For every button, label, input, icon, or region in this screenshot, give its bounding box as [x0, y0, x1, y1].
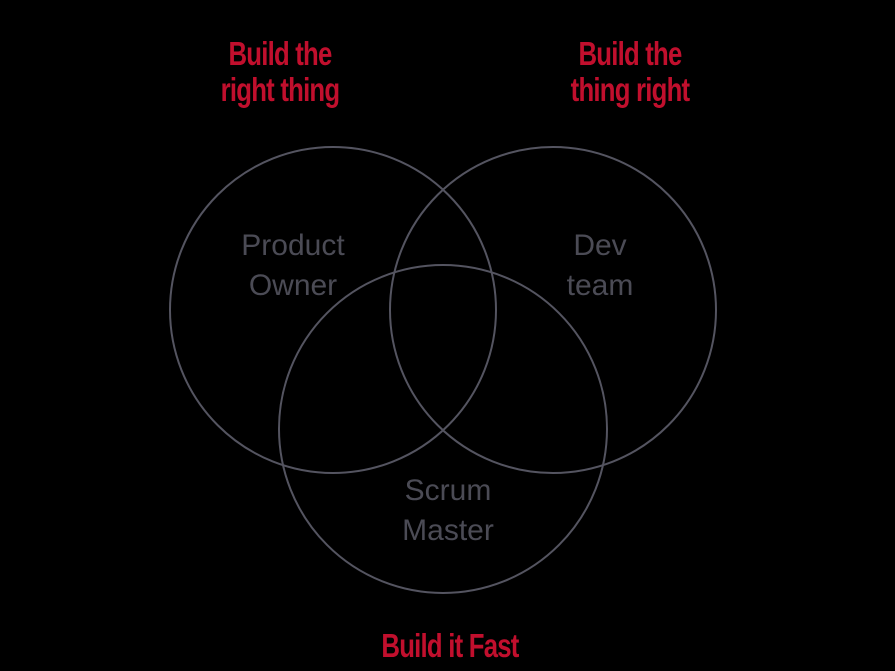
caption-line: Build it Fast — [381, 627, 519, 664]
label-line: Dev — [573, 229, 627, 262]
caption-line: Build the — [578, 35, 682, 72]
product-owner-circle — [169, 146, 497, 474]
scrum-master-circle — [278, 264, 608, 594]
caption-build-the-right-thing: Build the right thing — [186, 36, 373, 108]
caption-line: right thing — [220, 71, 340, 108]
label-line: Scrum — [404, 474, 492, 507]
caption-line: thing right — [570, 71, 690, 108]
caption-build-the-thing-right: Build the thing right — [536, 36, 723, 108]
label-product-owner: Product Owner — [193, 226, 393, 306]
dev-team-circle — [389, 146, 717, 474]
label-line: Master — [402, 514, 494, 547]
caption-build-it-fast: Build it Fast — [356, 628, 543, 664]
caption-line: Build the — [228, 35, 332, 72]
label-line: Owner — [248, 269, 338, 302]
label-line: team — [566, 269, 634, 302]
label-scrum-master: Scrum Master — [348, 471, 548, 551]
label-line: Product — [241, 229, 345, 262]
label-dev-team: Dev team — [500, 226, 700, 306]
